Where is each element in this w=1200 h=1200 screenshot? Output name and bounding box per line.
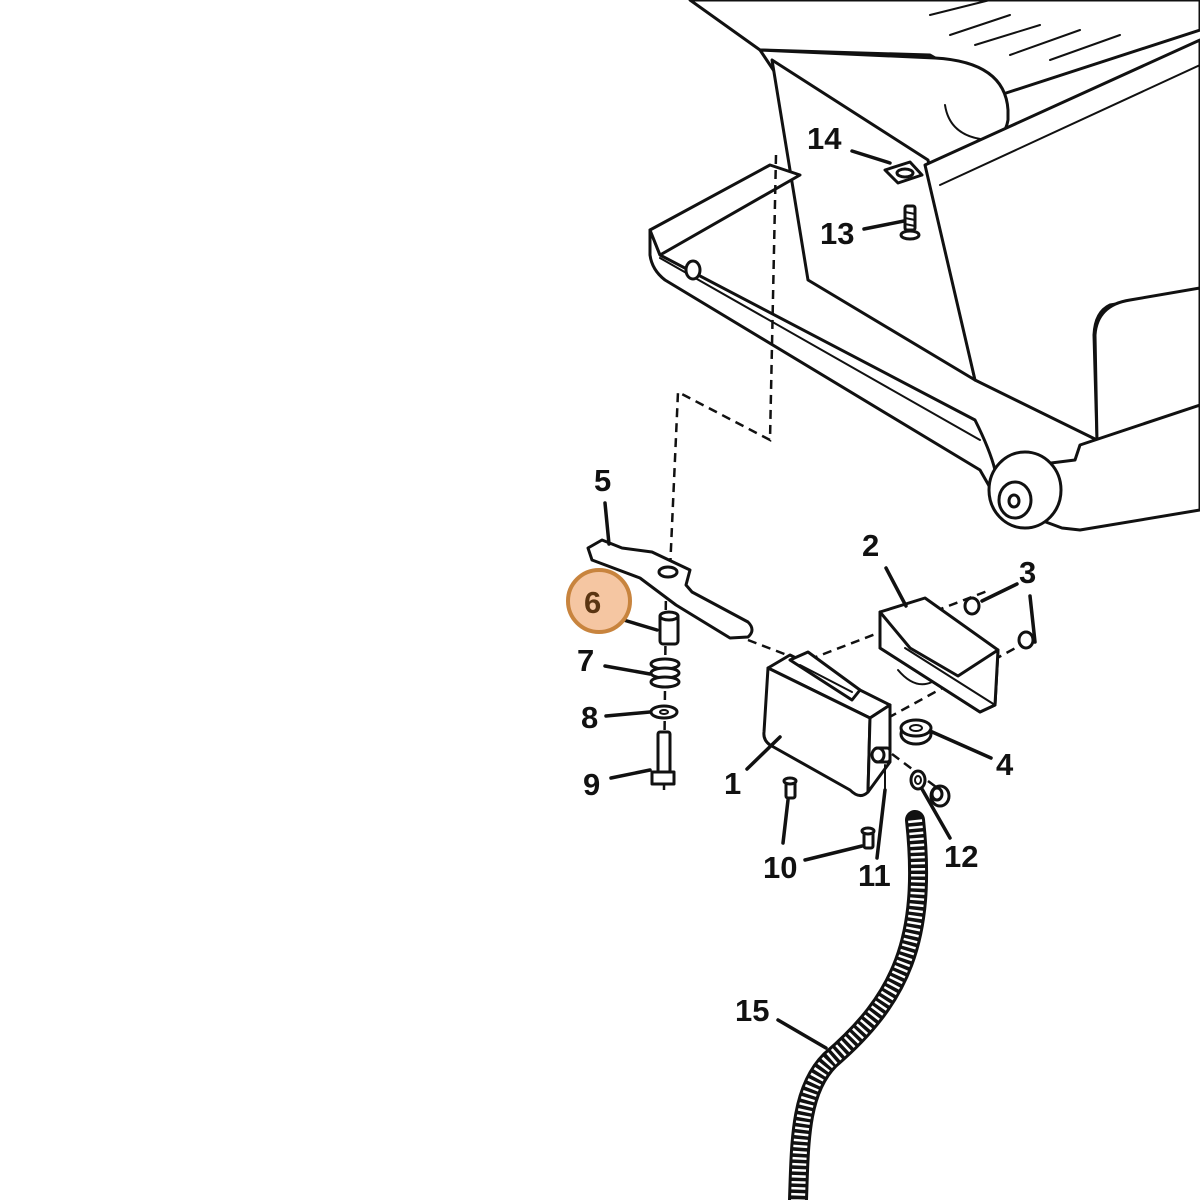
part-3-washers: [963, 596, 1035, 650]
part-11-screw: [860, 826, 876, 850]
callout-13[interactable]: 13: [820, 216, 854, 251]
callout-labels: 1 2 3 4 5 6 7 8 9 10 11 12 13 14 15: [577, 121, 1036, 1028]
part-2-cover: [878, 596, 1000, 714]
callout-6[interactable]: 6: [584, 585, 601, 620]
callout-14[interactable]: 14: [807, 121, 842, 156]
callout-3[interactable]: 3: [1019, 555, 1036, 590]
part-1-switch-box: [762, 650, 892, 797]
callout-8[interactable]: 8: [581, 700, 598, 735]
part-12-nut: [909, 769, 951, 808]
callout-10[interactable]: 10: [763, 850, 797, 885]
part-5-bracket: [586, 538, 754, 640]
machine-frame: [648, 0, 1200, 532]
callout-4[interactable]: 4: [996, 747, 1014, 782]
callout-7[interactable]: 7: [577, 643, 594, 678]
part-4-grommet: [899, 718, 933, 746]
leader-lines: [603, 149, 1037, 1050]
pin-stack: [649, 610, 681, 786]
callout-9[interactable]: 9: [583, 767, 600, 802]
callout-1[interactable]: 1: [724, 766, 741, 801]
callout-2[interactable]: 2: [862, 528, 879, 563]
part-8-washer: [649, 704, 679, 720]
highlight-circle-part-6[interactable]: [566, 568, 632, 634]
callout-12[interactable]: 12: [944, 839, 978, 874]
part-9-bolt: [650, 730, 676, 786]
callout-15[interactable]: 15: [735, 993, 769, 1028]
part-10-screw: [782, 776, 798, 800]
part-7-spring: [649, 657, 681, 689]
part-15-conduit: [788, 810, 929, 1200]
callout-11[interactable]: 11: [858, 858, 891, 893]
callout-5[interactable]: 5: [594, 463, 611, 498]
